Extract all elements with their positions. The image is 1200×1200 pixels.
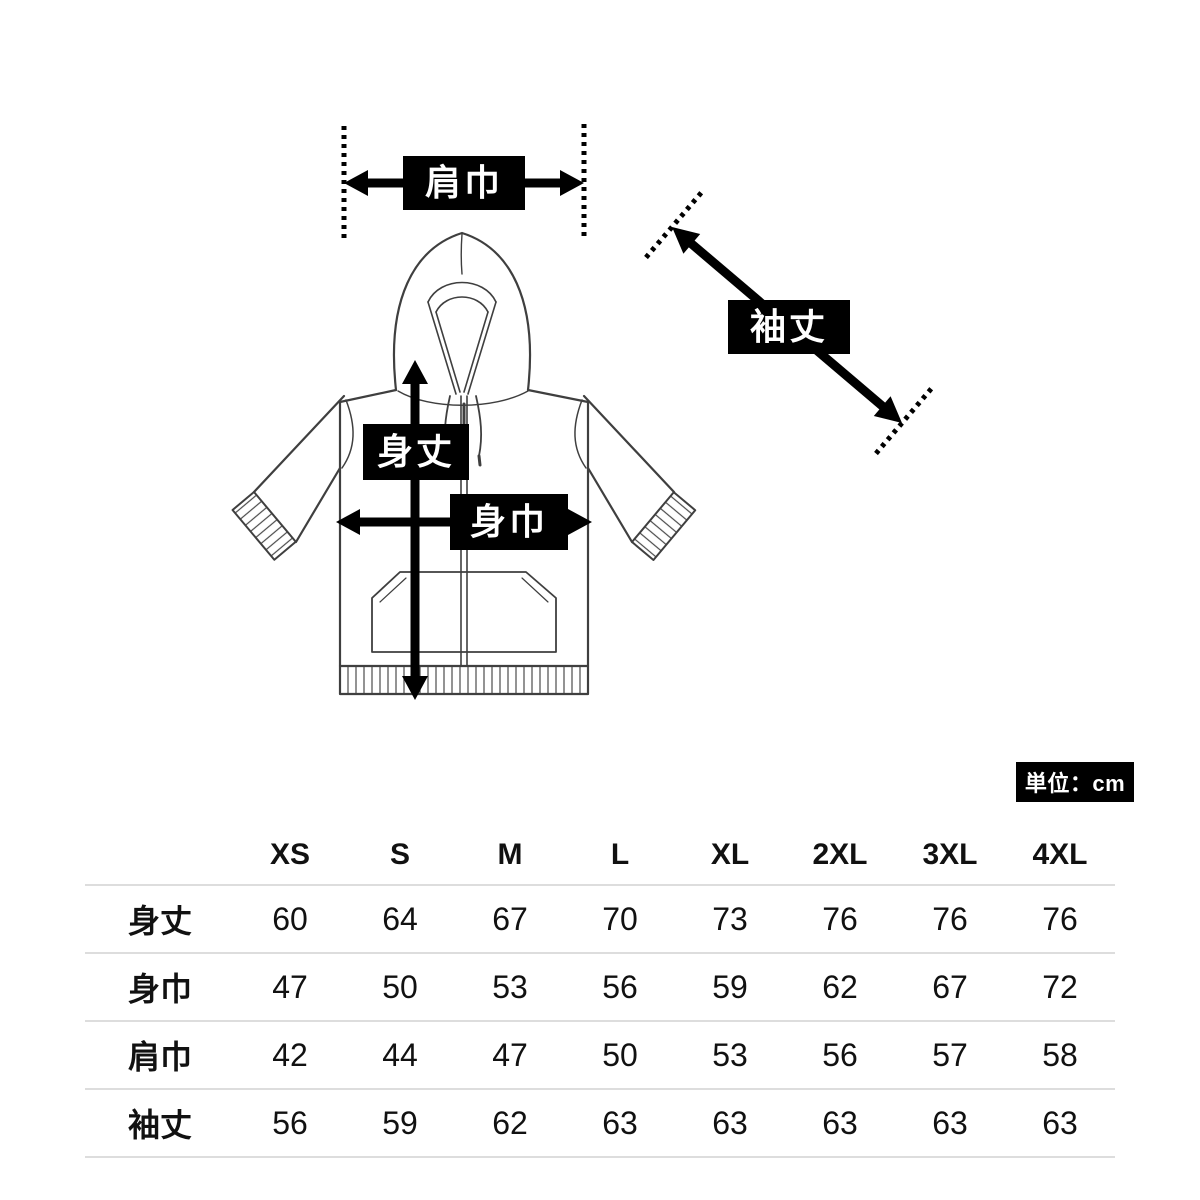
table-corner-cell bbox=[85, 826, 235, 885]
size-column-header: 2XL bbox=[812, 838, 868, 871]
size-column-header: XS bbox=[269, 838, 311, 871]
size-value-cell: 62 bbox=[492, 1104, 528, 1141]
size-value-cell: 53 bbox=[492, 968, 528, 1005]
size-column-header: M bbox=[497, 838, 523, 871]
size-value-cell: 63 bbox=[602, 1104, 638, 1141]
size-row-label: 身巾 bbox=[127, 971, 192, 1007]
size-column-header: XL bbox=[710, 838, 750, 871]
size-column-header: 4XL bbox=[1032, 838, 1088, 871]
size-column-header: 3XL bbox=[922, 838, 978, 871]
measurement-diagram: 肩巾 袖丈 身丈 身巾 bbox=[231, 124, 934, 700]
size-value-cell: 56 bbox=[272, 1104, 308, 1141]
size-value-cell: 47 bbox=[492, 1036, 528, 1073]
size-value-cell: 76 bbox=[1042, 900, 1078, 937]
size-value-cell: 63 bbox=[712, 1104, 748, 1141]
shoulder-width-label: 肩巾 bbox=[403, 156, 525, 210]
size-value-cell: 67 bbox=[932, 968, 968, 1005]
table-row: 身丈 60 64 67 70 73 76 76 76 bbox=[85, 885, 1115, 953]
size-value-cell: 42 bbox=[272, 1036, 308, 1073]
size-value-cell: 76 bbox=[932, 900, 968, 937]
size-value-cell: 72 bbox=[1042, 968, 1078, 1005]
size-value-cell: 63 bbox=[1042, 1104, 1078, 1141]
body-length-label: 身丈 bbox=[363, 424, 469, 480]
hoodie-line-drawing bbox=[231, 124, 934, 700]
size-value-cell: 58 bbox=[1042, 1036, 1078, 1073]
size-row-label: 肩巾 bbox=[127, 1039, 192, 1075]
table-row: 袖丈 56 59 62 63 63 63 63 63 bbox=[85, 1089, 1115, 1157]
hoodie-sketch bbox=[231, 231, 697, 696]
witness-line bbox=[870, 387, 934, 459]
size-column-header: L bbox=[610, 838, 630, 871]
size-value-cell: 44 bbox=[382, 1036, 418, 1073]
witness-line bbox=[640, 191, 704, 263]
size-value-cell: 63 bbox=[932, 1104, 968, 1141]
body-length-arrow bbox=[402, 360, 428, 700]
size-value-cell: 56 bbox=[822, 1036, 858, 1073]
size-row-label: 身丈 bbox=[127, 903, 192, 939]
size-value-cell: 73 bbox=[712, 900, 748, 937]
size-value-cell: 59 bbox=[382, 1104, 418, 1141]
size-value-cell: 53 bbox=[712, 1036, 748, 1073]
size-value-cell: 64 bbox=[382, 900, 418, 937]
size-value-cell: 62 bbox=[822, 968, 858, 1005]
size-value-cell: 50 bbox=[602, 1036, 638, 1073]
body-width-label: 身巾 bbox=[450, 494, 568, 550]
size-value-cell: 50 bbox=[382, 968, 418, 1005]
size-value-cell: 47 bbox=[272, 968, 308, 1005]
size-value-cell: 59 bbox=[712, 968, 748, 1005]
size-value-cell: 67 bbox=[492, 900, 528, 937]
size-value-cell: 63 bbox=[822, 1104, 858, 1141]
table-row: 肩巾 42 44 47 50 53 56 57 58 bbox=[85, 1021, 1115, 1089]
size-value-cell: 60 bbox=[272, 900, 308, 937]
size-table-container: XS S M L XL 2XL 3XL 4XL 身丈 60 64 67 70 bbox=[85, 826, 1115, 1158]
size-value-cell: 57 bbox=[932, 1036, 968, 1073]
size-table: XS S M L XL 2XL 3XL 4XL 身丈 60 64 67 70 bbox=[85, 826, 1115, 1158]
size-value-cell: 56 bbox=[602, 968, 638, 1005]
size-row-label: 袖丈 bbox=[127, 1107, 192, 1143]
unit-badge: 単位：cm bbox=[1016, 762, 1134, 802]
size-value-cell: 76 bbox=[822, 900, 858, 937]
size-header-row: XS S M L XL 2XL 3XL 4XL bbox=[85, 826, 1115, 885]
table-row: 身巾 47 50 53 56 59 62 67 72 bbox=[85, 953, 1115, 1021]
sleeve-length-label: 袖丈 bbox=[728, 300, 850, 354]
size-column-header: S bbox=[389, 838, 410, 871]
size-value-cell: 70 bbox=[602, 900, 638, 937]
